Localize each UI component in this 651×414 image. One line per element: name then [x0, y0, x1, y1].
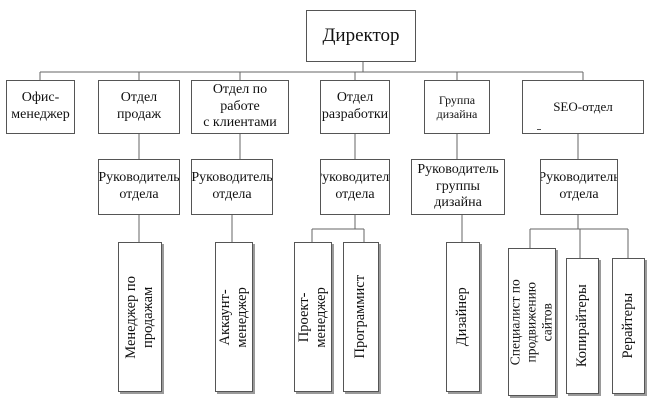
head-label: Руководитель	[540, 170, 618, 186]
head-label: Руководитель	[321, 170, 390, 186]
head-label: Руководитель	[98, 170, 180, 186]
director-label: Директор	[322, 24, 400, 46]
dept-label: разработки	[321, 107, 389, 122]
staff-label: Менеджер по	[122, 275, 139, 359]
head-label: отдела	[335, 187, 375, 202]
dept-office-manager: Офис-менеджер	[6, 80, 75, 134]
dept-label: SEO-отдел	[553, 99, 613, 115]
dept-seo: SEO-отдел	[522, 80, 644, 134]
staff-label: продвижению	[523, 281, 539, 363]
staff-label: Программист	[352, 275, 369, 359]
staff-programmer: Программист	[343, 242, 379, 392]
dept-label: менеджер	[11, 107, 70, 122]
dept-label: продаж	[116, 107, 162, 122]
head-label: группы дизайна	[434, 178, 482, 211]
staff-copywriters: Копирайтеры	[566, 258, 599, 394]
staff-rewriters: Рерайтеры	[612, 258, 645, 394]
head-label: Руководитель	[417, 161, 499, 177]
dept-label: Офис-	[21, 90, 60, 106]
staff-label: Копирайтеры	[573, 284, 590, 368]
staff-label: Специалист по	[508, 279, 523, 365]
staff-label: Аккаунт-	[216, 288, 233, 346]
dept-label: Отдел по работе	[212, 81, 268, 114]
director-box: Директор	[306, 10, 416, 62]
head-label: Руководитель	[191, 170, 273, 186]
staff-label: сайтов	[540, 302, 556, 342]
staff-label: менеджер	[234, 286, 251, 348]
head-label: отдела	[212, 187, 252, 202]
staff-label: Дизайнер	[454, 287, 471, 347]
dept-label: Группа	[438, 92, 476, 107]
staff-label: Рерайтеры	[619, 293, 636, 359]
dept-label: Отдел	[120, 90, 158, 106]
dept-label: Отдел	[336, 90, 374, 106]
stray-mark	[537, 129, 541, 130]
staff-account-manager: Аккаунт-менеджер	[215, 242, 253, 392]
head-label: отдела	[559, 187, 599, 202]
staff-label: менеджер	[313, 286, 330, 348]
staff-designer: Дизайнер	[446, 242, 480, 392]
staff-label: продажам	[140, 286, 157, 348]
dept-label: с клиентами	[203, 115, 277, 131]
staff-project-manager: Проект-менеджер	[294, 242, 332, 392]
dept-label: дизайна	[436, 107, 478, 121]
head-label: отдела	[119, 187, 159, 202]
staff-label: Проект-	[295, 292, 312, 342]
